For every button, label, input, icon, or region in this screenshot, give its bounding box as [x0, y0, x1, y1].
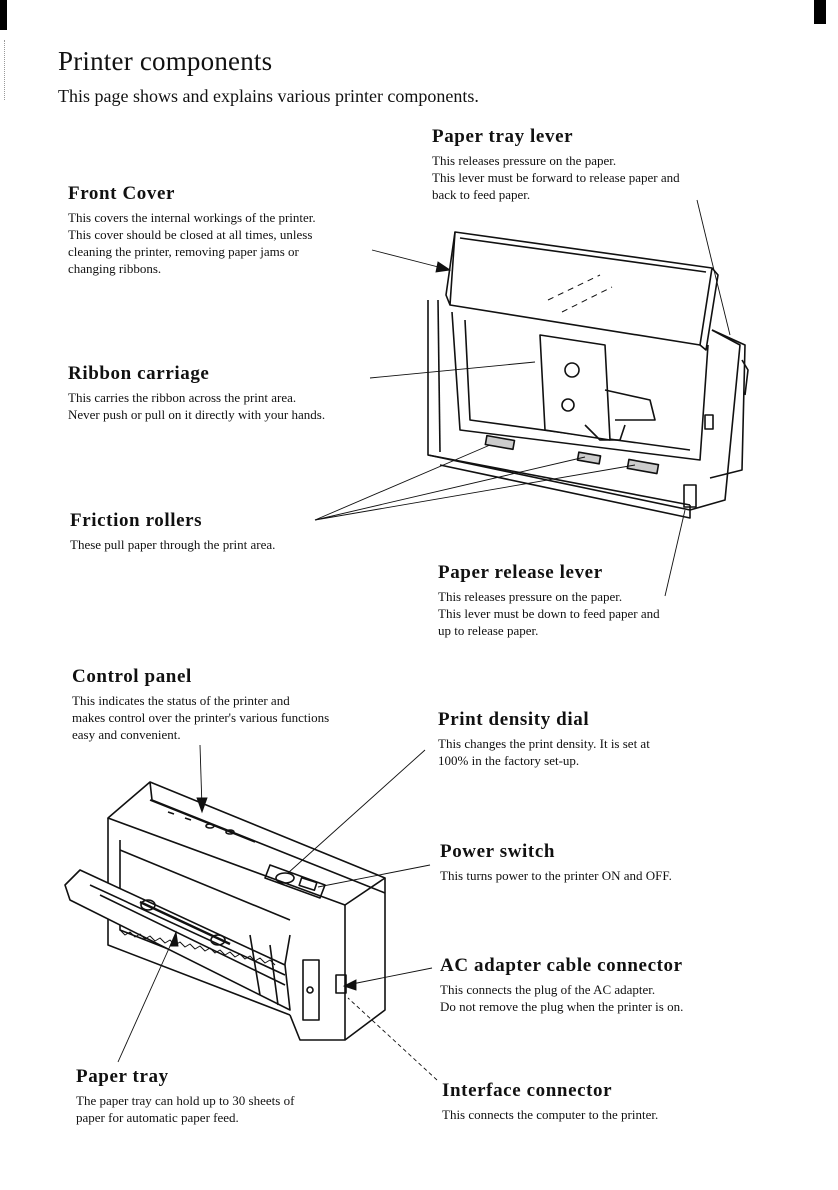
component-control-panel: Control panel This indicates the status … — [72, 666, 329, 743]
component-description: This carries the ribbon across the print… — [68, 389, 325, 423]
component-paper-release-lever: Paper release lever This releases pressu… — [438, 562, 660, 639]
description-line: These pull paper through the print area. — [70, 537, 276, 552]
component-paper-tray-lever: Paper tray lever This releases pressure … — [432, 126, 680, 203]
component-print-density-dial: Print density dial This changes the prin… — [438, 709, 650, 769]
description-line: This releases pressure on the paper. — [432, 153, 617, 168]
component-ac-adapter-cable-connector: AC adapter cable connector This connects… — [440, 955, 683, 1015]
page-edge-dots — [4, 40, 6, 100]
description-line: paper for automatic paper feed. — [76, 1110, 239, 1125]
component-heading: Interface connector — [442, 1080, 613, 1101]
component-description: This indicates the status of the printer… — [72, 692, 329, 743]
description-line: up to release paper. — [438, 623, 539, 638]
page-edge-mark-left — [0, 0, 7, 30]
description-line: changing ribbons. — [68, 261, 162, 276]
component-heading: Front Cover — [68, 183, 176, 204]
description-line: This turns power to the printer ON and O… — [440, 868, 672, 883]
description-line: cleaning the printer, removing paper jam… — [68, 244, 299, 259]
printer-bottom-illustration — [64, 781, 386, 1041]
description-line: This covers the internal workings of the… — [68, 210, 316, 225]
component-description: This turns power to the printer ON and O… — [440, 867, 672, 884]
component-interface-connector: Interface connector This connects the co… — [442, 1080, 658, 1123]
description-line: This indicates the status of the printer… — [72, 693, 290, 708]
description-line: This carries the ribbon across the print… — [68, 390, 297, 405]
component-description: This changes the print density. It is se… — [438, 735, 650, 769]
description-line: This changes the print density. It is se… — [438, 736, 650, 751]
component-heading: AC adapter cable connector — [440, 955, 683, 976]
component-description: These pull paper through the print area. — [70, 536, 275, 553]
description-line: This lever must be forward to release pa… — [432, 170, 680, 185]
description-line: Never push or pull on it directly with y… — [68, 407, 326, 422]
component-front-cover: Front Cover This covers the internal wor… — [68, 183, 316, 277]
description-line: Do not remove the plug when the printer … — [440, 999, 684, 1014]
leader-lines — [117, 199, 731, 1081]
description-line: easy and convenient. — [72, 727, 181, 742]
component-heading: Print density dial — [438, 709, 590, 730]
component-friction-rollers: Friction rollers These pull paper throug… — [70, 510, 275, 553]
component-heading: Paper release lever — [438, 562, 603, 583]
page-title: Printer components — [58, 46, 273, 76]
component-description: This releases pressure on the paper. Thi… — [432, 152, 680, 203]
component-heading: Paper tray — [76, 1066, 169, 1087]
description-line: 100% in the factory set-up. — [438, 753, 580, 768]
component-description: This releases pressure on the paper. Thi… — [438, 588, 660, 639]
printer-top-illustration — [427, 231, 749, 519]
component-description: This connects the plug of the AC adapter… — [440, 981, 683, 1015]
description-line: makes control over the printer's various… — [72, 710, 330, 725]
component-description: This covers the internal workings of the… — [68, 209, 316, 277]
description-line: This cover should be closed at all times… — [68, 227, 313, 242]
component-description: This connects the computer to the printe… — [442, 1106, 658, 1123]
component-description: The paper tray can hold up to 30 sheets … — [76, 1092, 294, 1126]
description-line: This lever must be down to feed paper an… — [438, 606, 660, 621]
component-heading: Friction rollers — [70, 510, 203, 531]
description-line: This releases pressure on the paper. — [438, 589, 623, 604]
component-ribbon-carriage: Ribbon carriage This carries the ribbon … — [68, 363, 325, 423]
component-paper-tray: Paper tray The paper tray can hold up to… — [76, 1066, 294, 1126]
page-edge-mark-right — [814, 0, 826, 24]
component-heading: Paper tray lever — [432, 126, 574, 147]
page-subtitle: This page shows and explains various pri… — [58, 86, 479, 106]
description-line: back to feed paper. — [432, 187, 531, 202]
component-heading: Ribbon carriage — [68, 363, 210, 384]
component-heading: Control panel — [72, 666, 192, 687]
component-power-switch: Power switch This turns power to the pri… — [440, 841, 672, 884]
component-heading: Power switch — [440, 841, 556, 862]
description-line: The paper tray can hold up to 30 sheets … — [76, 1093, 295, 1108]
description-line: This connects the computer to the printe… — [442, 1107, 659, 1122]
description-line: This connects the plug of the AC adapter… — [440, 982, 656, 997]
